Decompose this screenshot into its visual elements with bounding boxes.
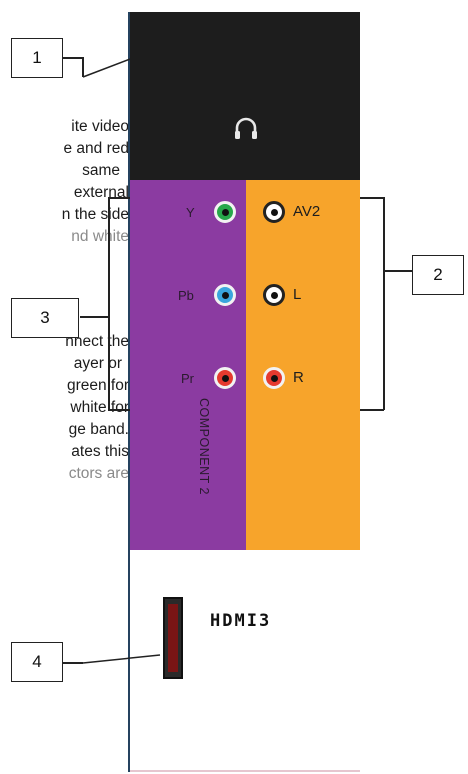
hdmi-port [163,597,183,679]
jack-av2 [263,201,285,223]
callout-3: 3 [11,298,79,338]
callout-number: 1 [32,48,42,67]
bracket-line [383,197,385,410]
jack-label-pb: Pb [178,288,194,303]
text-line: ite video [71,118,129,135]
leader-line [82,58,131,78]
text-line: ates this [71,443,129,460]
text-line: same [82,162,120,179]
text-line: white for [70,399,129,416]
jack-label-l: L [293,286,302,303]
jack-label-pr: Pr [181,371,194,386]
leader-line [82,654,161,664]
hdmi-label: HDMI3 [210,611,272,631]
component-vertical-label: COMPONENT 2 [197,398,211,495]
text-line: n the side [61,206,129,223]
callout-number: 2 [433,265,443,284]
text-line: ayer or [73,355,122,372]
bracket-line [108,409,130,411]
av-panel [246,180,360,550]
callout-2: 2 [412,255,464,295]
bracket-line [108,197,130,199]
jack-pb [214,284,236,306]
leader-line [80,316,109,318]
callout-number: 3 [40,308,50,327]
text-line: ctors are [68,465,129,482]
jack-label-av2: AV2 [293,203,321,220]
panel-edge [128,12,130,772]
leader-line [63,662,83,664]
callout-4: 4 [11,642,63,682]
text-line: e and red [63,140,130,157]
leader-line [384,270,413,272]
bracket-line [360,197,384,199]
headphone-icon [235,117,257,139]
leader-line [63,57,83,59]
headphone-panel [130,12,360,180]
panel-bottom-edge [130,770,360,772]
callout-1: 1 [11,38,63,78]
jack-pr [214,367,236,389]
text-line: nd white [71,228,129,245]
jack-label-y: Y [186,205,195,220]
jack-label-r: R [293,369,304,386]
text-line: nnect the [65,333,129,350]
jack-l [263,284,285,306]
text-line: ge band. [68,421,129,438]
bracket-line [108,197,110,410]
bracket-line [360,409,384,411]
leader-line [82,57,84,77]
callout-number: 4 [32,652,42,671]
text-line: external [73,184,129,201]
jack-r [263,367,285,389]
component-panel [130,180,246,550]
jack-y [214,201,236,223]
text-line: green for [66,377,129,394]
